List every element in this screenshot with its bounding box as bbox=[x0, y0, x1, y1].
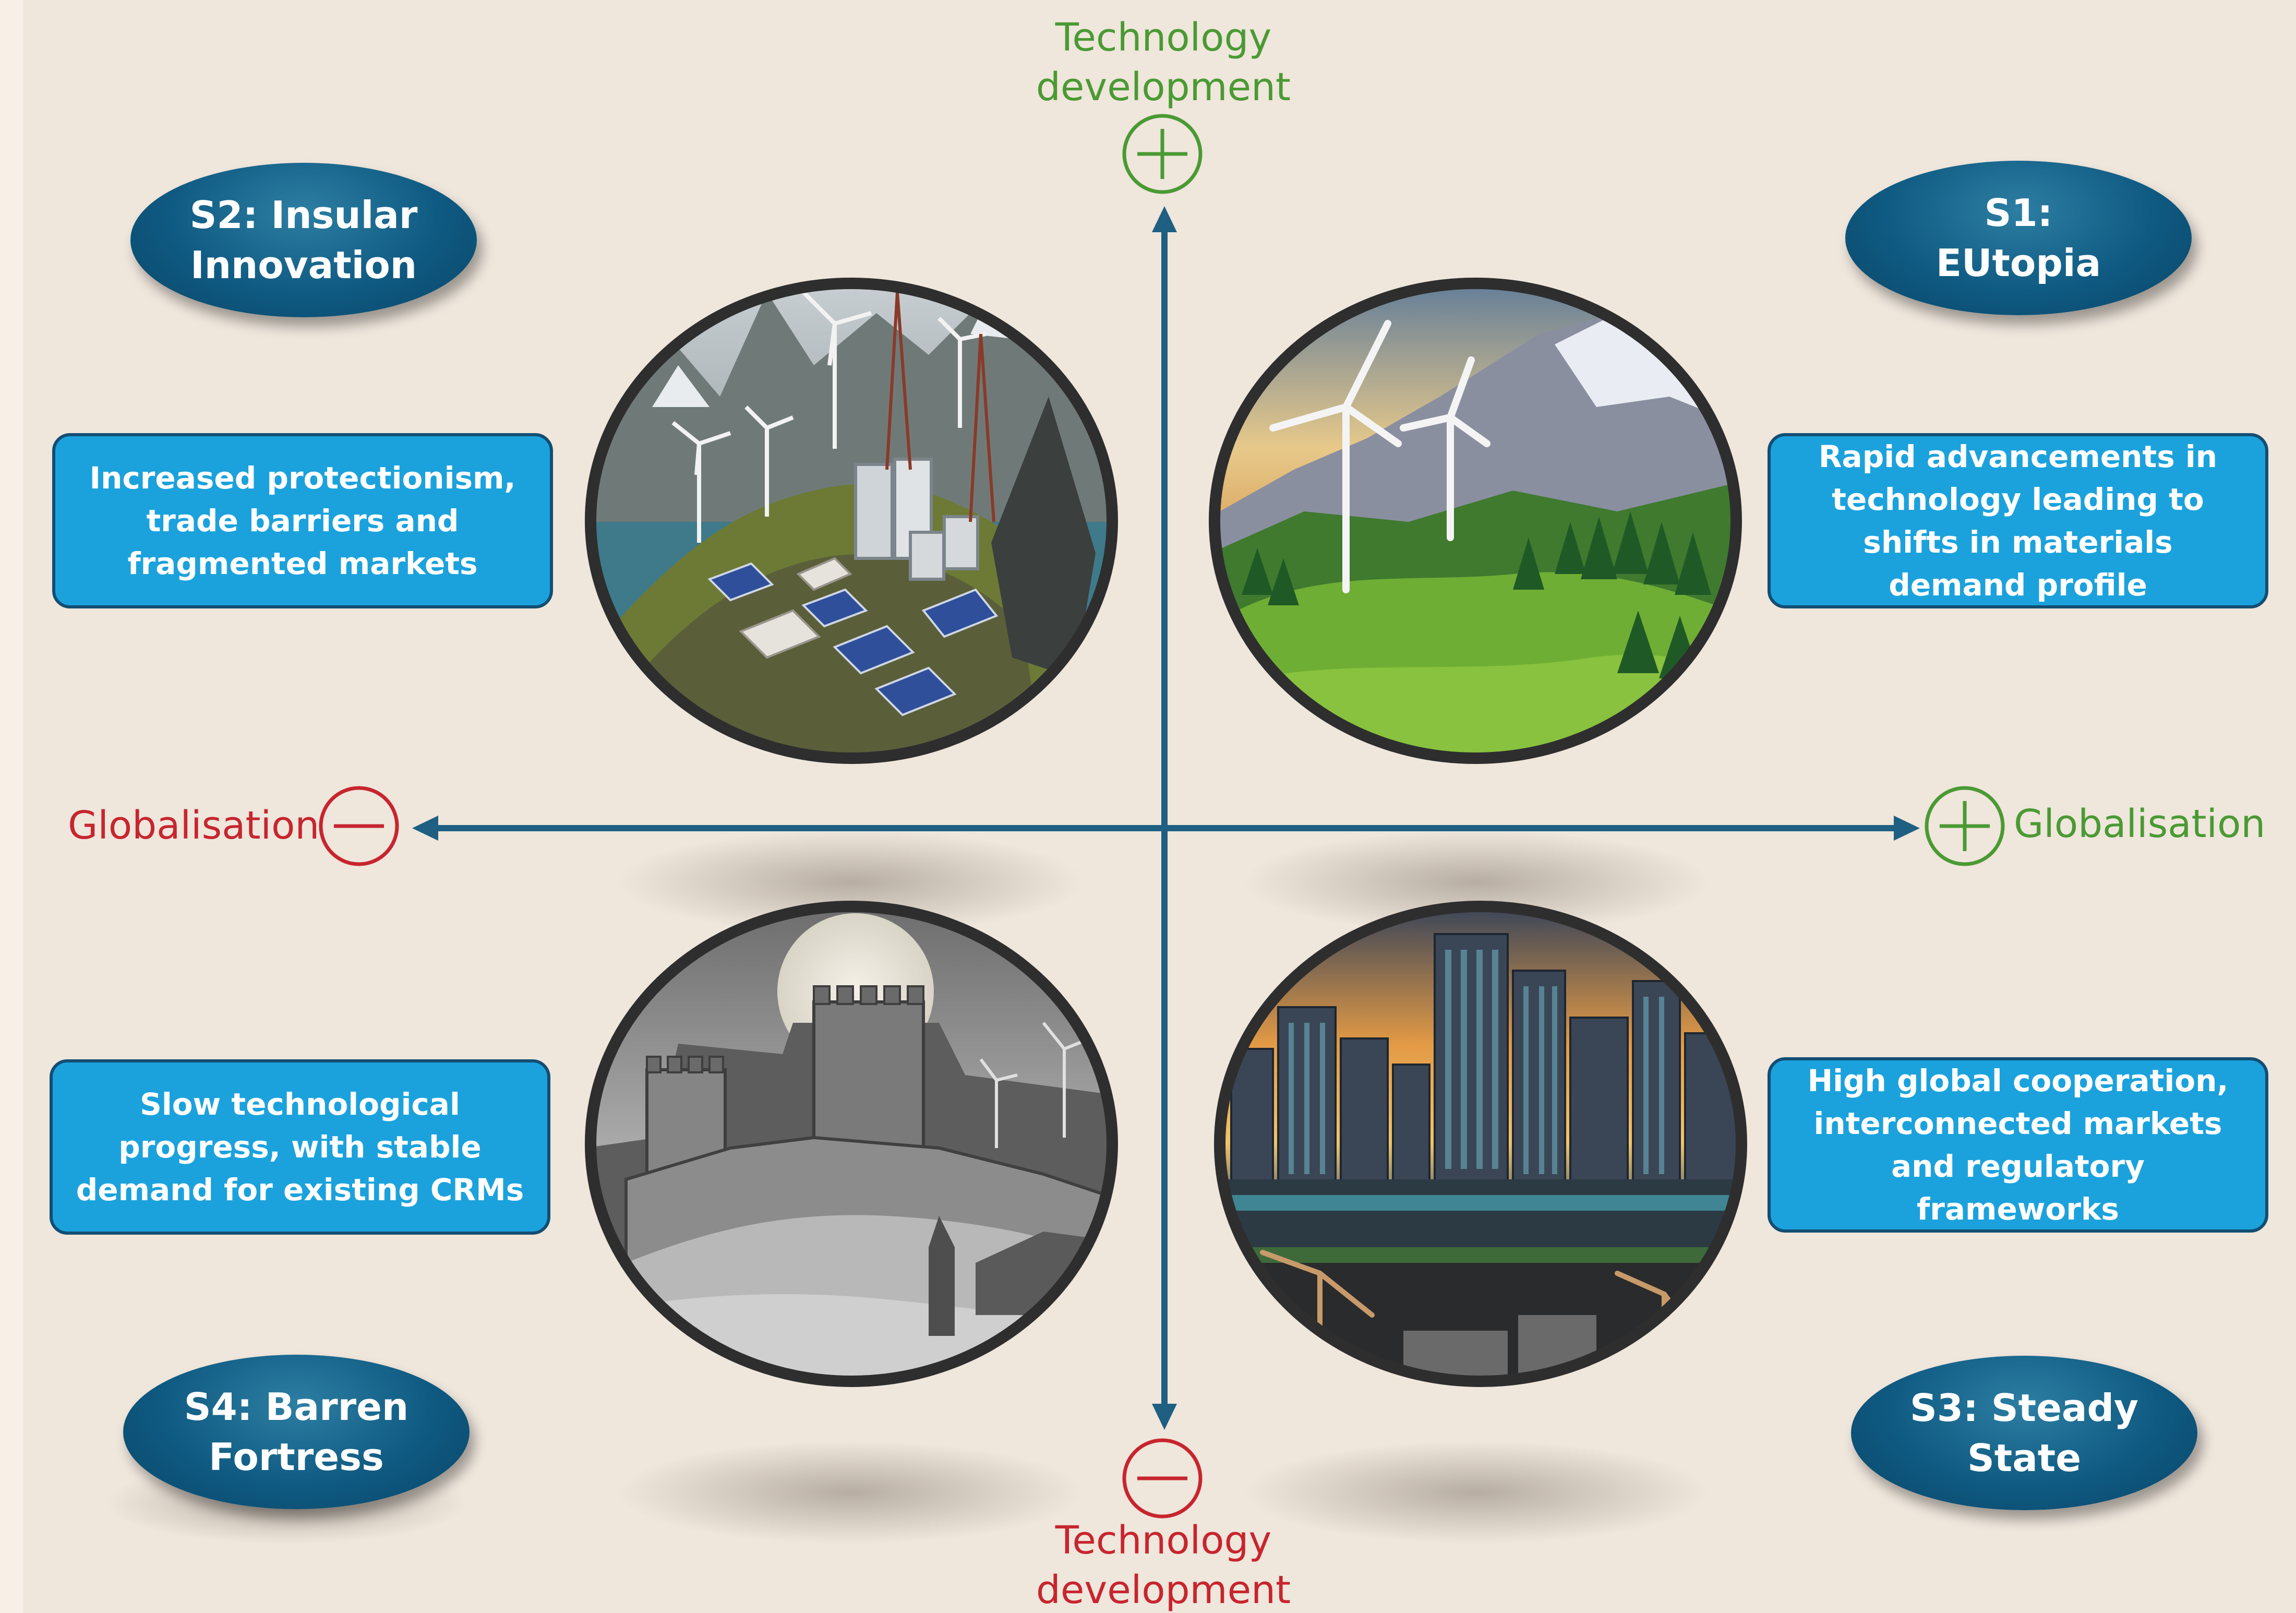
scenario-title-s2: S2: Insular Innovation bbox=[130, 163, 477, 317]
scenario-description-s2: Increased protectionism, trade barriers … bbox=[52, 433, 553, 608]
plus-icon bbox=[1122, 114, 1203, 194]
scenario-title-s1: S1: EUtopia bbox=[1845, 161, 2192, 315]
y-axis-negative-label: Technology development bbox=[1036, 1518, 1291, 1612]
scenario-description-s4: Slow technological progress, with stable… bbox=[50, 1059, 550, 1235]
vertical-axis bbox=[1152, 206, 1177, 1430]
scenario-title-s4: S4: Barren Fortress bbox=[123, 1355, 470, 1509]
scenario-title-s3: S3: Steady State bbox=[1851, 1356, 2197, 1510]
image-shadow bbox=[1242, 1440, 1711, 1545]
minus-icon bbox=[319, 786, 399, 866]
image-shadow bbox=[616, 1440, 1085, 1545]
scenario-title-s4-text: S4: Barren Fortress bbox=[184, 1385, 409, 1479]
scenario-description-s2-text: Increased protectionism, trade barriers … bbox=[89, 460, 516, 581]
plus-icon bbox=[1925, 786, 2005, 866]
scenario-title-s2-text: S2: Insular Innovation bbox=[189, 193, 418, 287]
x-axis-positive-label: Globalisation bbox=[2014, 802, 2266, 846]
horizontal-axis bbox=[412, 816, 1920, 841]
scenario-description-s1-text: Rapid advancements in technology leading… bbox=[1818, 439, 2218, 603]
minus-icon bbox=[1122, 1438, 1203, 1519]
y-axis-positive-label: Technology development bbox=[1036, 15, 1291, 110]
scenario-title-s3-text: S3: Steady State bbox=[1910, 1386, 2138, 1480]
scenario-title-s1-text: S1: EUtopia bbox=[1936, 191, 2101, 285]
x-axis-negative-label: Globalisation bbox=[68, 803, 320, 848]
scenario-description-s1: Rapid advancements in technology leading… bbox=[1768, 433, 2268, 608]
left-edge-strip bbox=[0, 0, 23, 1613]
scenario-description-s3-text: High global cooperation, interconnected … bbox=[1807, 1063, 2229, 1227]
s2-image bbox=[591, 283, 1112, 758]
scenario-description-s4-text: Slow technological progress, with stable… bbox=[76, 1086, 524, 1208]
scenario-description-s3: High global cooperation, interconnected … bbox=[1768, 1057, 2268, 1233]
